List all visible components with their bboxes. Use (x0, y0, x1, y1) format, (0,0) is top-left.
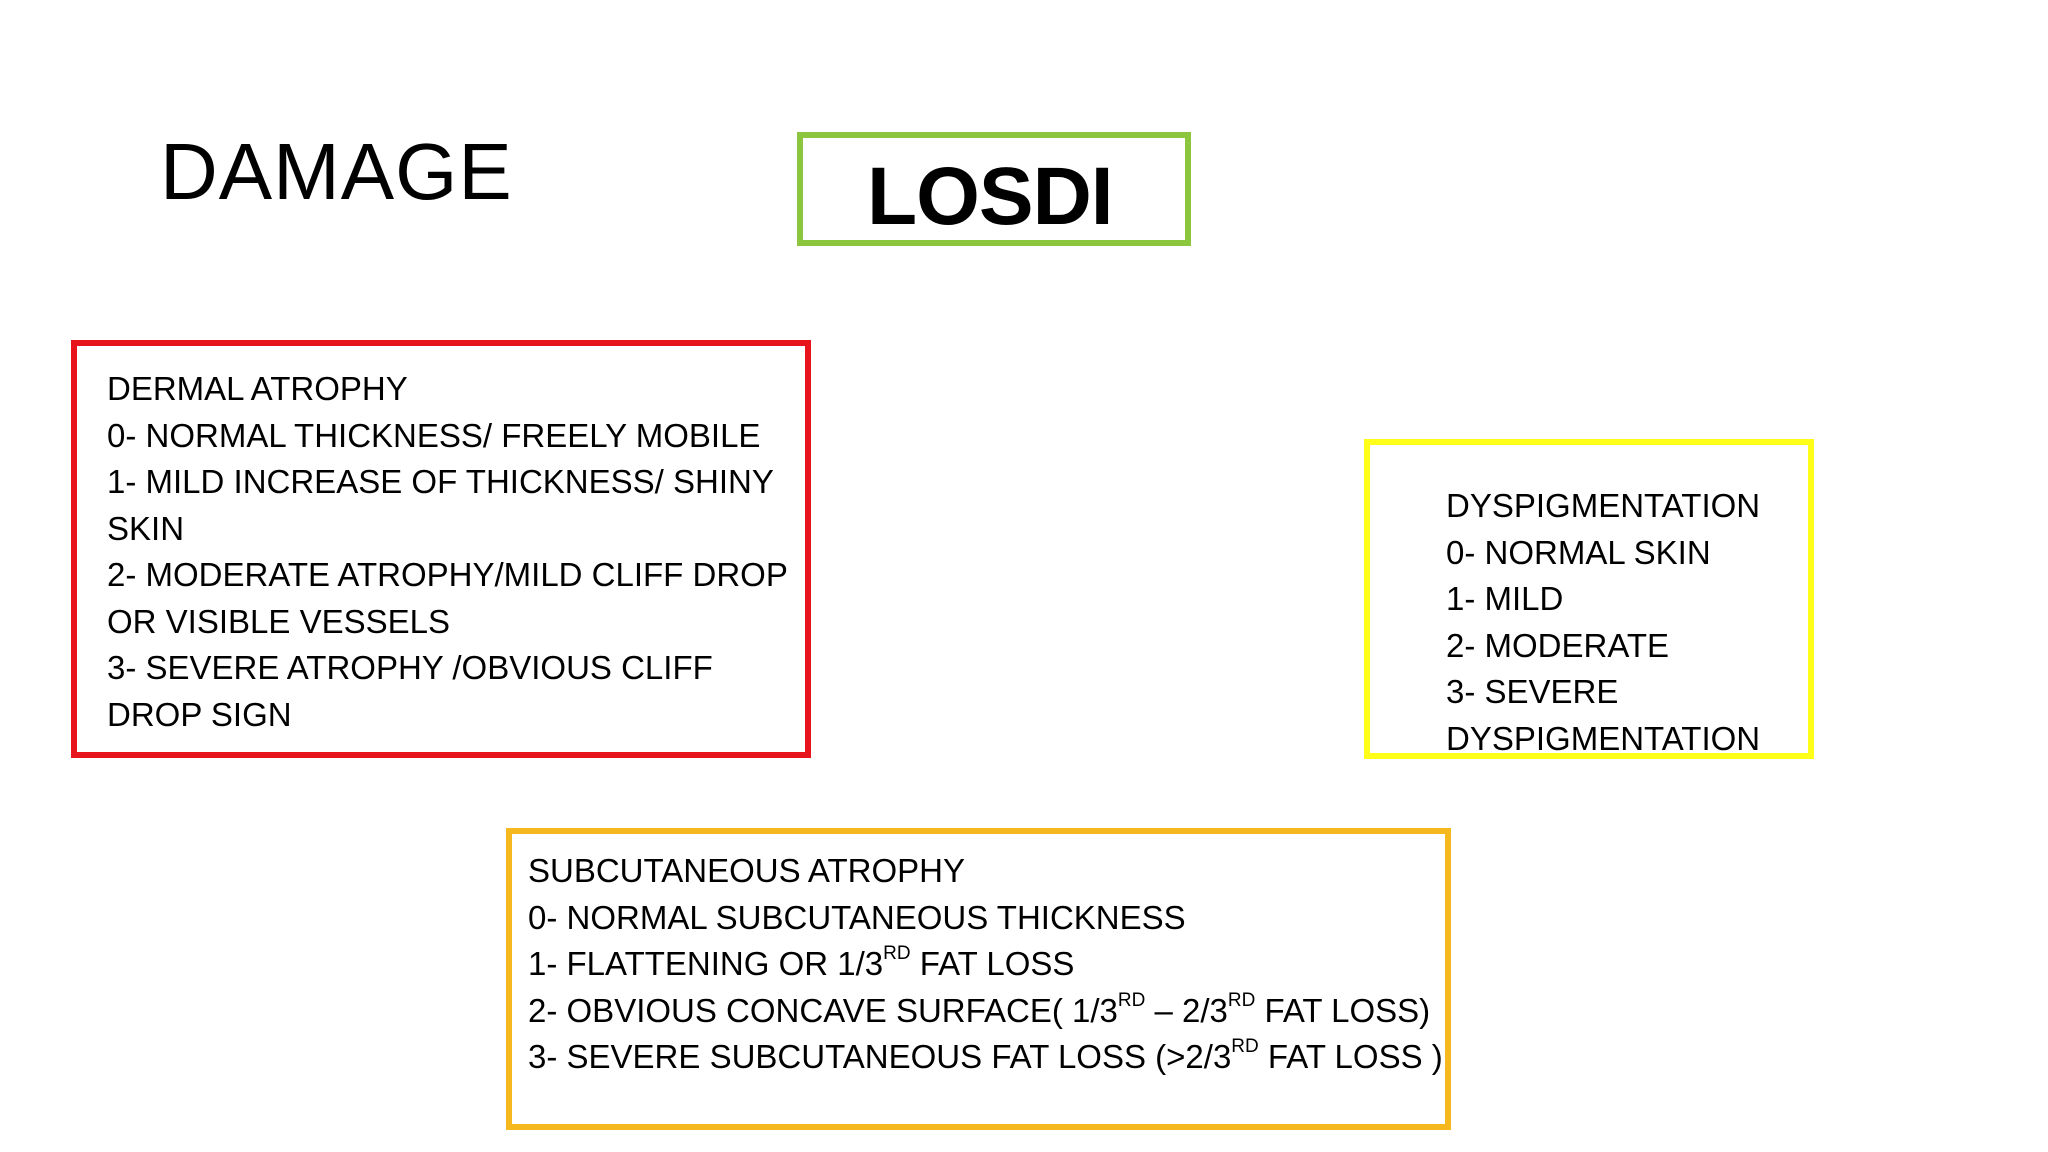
dyspigmentation-line: 3- SEVERE (1446, 673, 1619, 710)
subcutaneous-atrophy-title: SUBCUTANEOUS ATROPHY (528, 852, 966, 889)
line-text: FAT LOSS (910, 945, 1075, 982)
subcutaneous-atrophy-box: SUBCUTANEOUS ATROPHY 0- NORMAL SUBCUTANE… (506, 828, 1451, 1130)
dermal-atrophy-line: 2- MODERATE ATROPHY/MILD CLIFF DROP (107, 556, 788, 593)
dyspigmentation-box: DYSPIGMENTATION 0- NORMAL SKIN 1- MILD 2… (1364, 439, 1814, 759)
dermal-atrophy-line: 1- MILD INCREASE OF THICKNESS/ SHINY (107, 463, 774, 500)
line-text: – 2/3 (1145, 991, 1228, 1029)
superscript: RD (1227, 989, 1256, 1011)
superscript: RD (1231, 1036, 1259, 1057)
dyspigmentation-line: DYSPIGMENTATION (1446, 719, 1761, 757)
dermal-atrophy-line: SKIN (107, 509, 185, 547)
slide-title: LOSDI (867, 151, 1114, 242)
slide-heading: DAMAGE (160, 127, 513, 216)
title-box: LOSDI (797, 132, 1191, 246)
superscript: RD (1117, 989, 1146, 1011)
line-text: 3- SEVERE SUBCUTANEOUS FAT LOSS (>2/3 (528, 1038, 1232, 1075)
line-text: 1- FLATTENING OR 1/3 (528, 945, 884, 982)
dermal-atrophy-box: DERMAL ATROPHY 0- NORMAL THICKNESS/ FREE… (71, 340, 811, 758)
dermal-atrophy-line: DROP SIGN (107, 695, 292, 733)
line-text: FAT LOSS ) (1258, 1038, 1443, 1075)
dermal-atrophy-line: 0- NORMAL THICKNESS/ FREELY MOBILE (107, 416, 761, 454)
dyspigmentation-line: 2- MODERATE (1446, 626, 1670, 664)
subcutaneous-atrophy-line: 0- NORMAL SUBCUTANEOUS THICKNESS (528, 898, 1186, 936)
subcutaneous-atrophy-line: 3- SEVERE SUBCUTANEOUS FAT LOSS (>2/3RD … (528, 1034, 1445, 1081)
subcutaneous-atrophy-line: 1- FLATTENING OR 1/3RD FAT LOSS (528, 941, 1445, 988)
dermal-atrophy-line: 3- SEVERE ATROPHY /OBVIOUS CLIFF (107, 649, 713, 686)
subcutaneous-atrophy-line: 2- OBVIOUS CONCAVE SURFACE( 1/3RD – 2/3R… (528, 988, 1445, 1035)
line-text: FAT LOSS) (1255, 991, 1431, 1029)
dyspigmentation-line: 1- MILD (1446, 580, 1564, 617)
line-text: 2- OBVIOUS CONCAVE SURFACE( 1/3 (528, 991, 1118, 1029)
superscript: RD (883, 943, 911, 964)
dyspigmentation-line: 0- NORMAL SKIN (1446, 533, 1711, 571)
dyspigmentation-title: DYSPIGMENTATION (1446, 487, 1761, 524)
dermal-atrophy-title: DERMAL ATROPHY (107, 370, 408, 407)
dermal-atrophy-line: OR VISIBLE VESSELS (107, 602, 450, 640)
